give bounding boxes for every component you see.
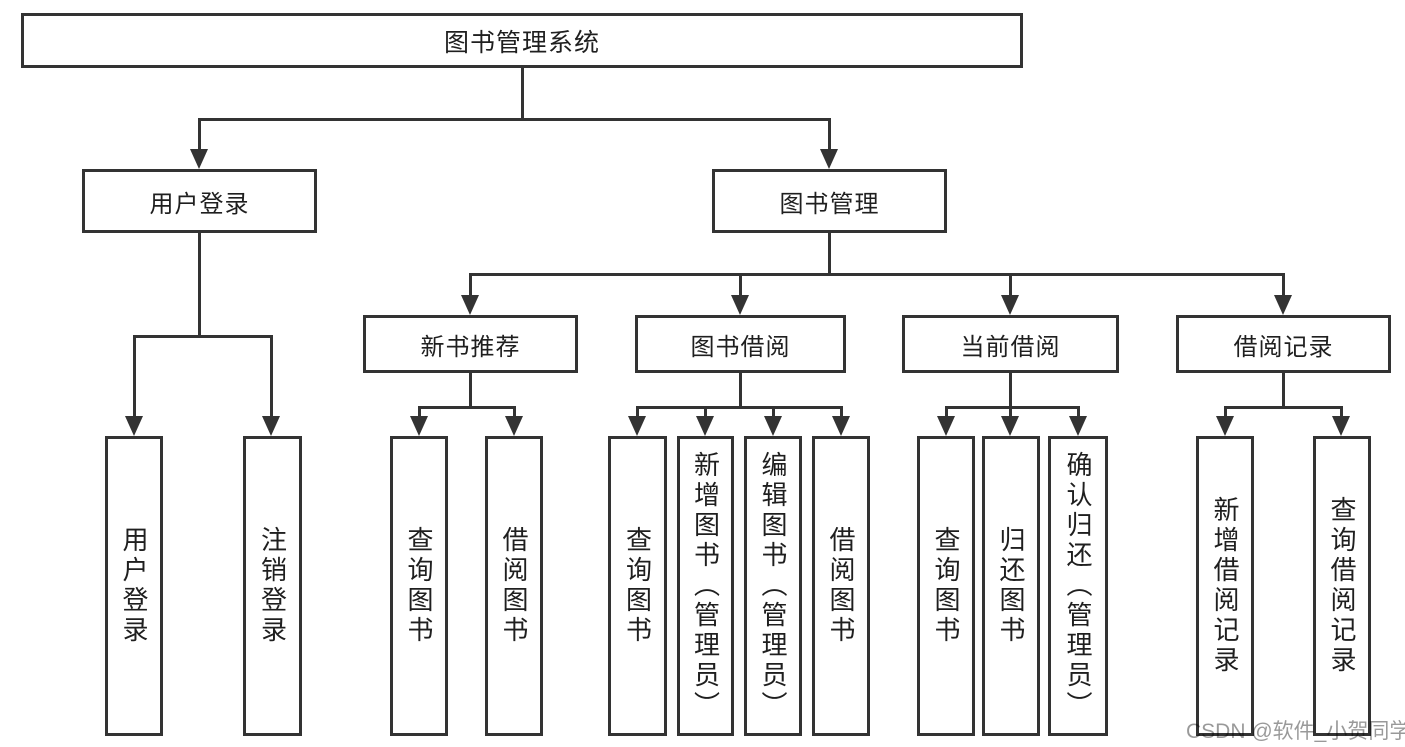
connector-root-vertical <box>521 68 524 120</box>
connector-shaft <box>270 335 273 419</box>
arrow-down-icon <box>1274 295 1292 315</box>
connector-shaft <box>513 406 516 420</box>
connector-shaft <box>1009 406 1012 420</box>
arrow-down-icon <box>1216 416 1234 436</box>
leaf-query-books-recommend: 查询图书 <box>390 436 448 736</box>
arrow-down-icon <box>1001 416 1019 436</box>
node-label: 编辑图书（管理员） <box>758 451 788 721</box>
leaf-user-login: 用户登录 <box>105 436 163 736</box>
node-book-borrowing: 图书借阅 <box>635 315 846 373</box>
node-label: 图书管理 <box>779 190 880 218</box>
leaf-borrow-books-recommend: 借阅图书 <box>485 436 543 736</box>
connector-shaft <box>133 335 136 419</box>
node-label: 确认归还（管理员） <box>1063 451 1093 721</box>
connector-user-login-horizontal <box>133 335 273 338</box>
connector-shaft <box>828 118 831 152</box>
arrow-down-icon <box>820 149 838 169</box>
connector-shaft <box>840 406 843 420</box>
node-label: 注销登录 <box>257 526 288 646</box>
arrow-down-icon <box>696 416 714 436</box>
leaf-query-borrow-record: 查询借阅记录 <box>1313 436 1371 736</box>
connector-shaft <box>1077 406 1080 420</box>
arrow-down-icon <box>262 416 280 436</box>
arrow-down-icon <box>125 416 143 436</box>
leaf-query-books-borrowing: 查询图书 <box>608 436 667 736</box>
arrow-down-icon <box>410 416 428 436</box>
connector-shaft <box>1009 273 1012 298</box>
connector-user-login-vertical <box>198 233 201 338</box>
connector-shaft <box>198 118 201 152</box>
connector-vertical <box>469 373 472 409</box>
node-label: 查询图书 <box>404 526 434 646</box>
node-label: 归还图书 <box>996 526 1026 646</box>
connector-vertical <box>1282 373 1285 409</box>
leaf-confirm-return-admin: 确认归还（管理员） <box>1048 436 1108 736</box>
connector-shaft <box>739 273 742 298</box>
node-borrowing-records: 借阅记录 <box>1176 315 1391 373</box>
arrow-down-icon <box>764 416 782 436</box>
connector-horizontal <box>945 406 1080 409</box>
connector-vertical <box>1009 373 1012 409</box>
connector-shaft <box>469 273 472 298</box>
connector-vertical <box>739 373 742 409</box>
arrow-down-icon <box>1332 416 1350 436</box>
node-current-borrowing: 当前借阅 <box>902 315 1119 373</box>
node-library-management-system: 图书管理系统 <box>21 13 1023 68</box>
arrow-down-icon <box>937 416 955 436</box>
arrow-down-icon <box>1001 295 1019 315</box>
node-label: 用户登录 <box>119 526 149 646</box>
node-label: 查询借阅记录 <box>1327 496 1357 676</box>
node-label: 借阅图书 <box>499 526 529 646</box>
arrow-down-icon <box>628 416 646 436</box>
arrow-down-icon <box>505 416 523 436</box>
csdn-watermark: CSDN @软件_小贺同学 <box>1186 720 1405 743</box>
node-label: 新书推荐 <box>420 333 521 361</box>
leaf-logout: 注销登录 <box>243 436 302 736</box>
arrow-down-icon <box>731 295 749 315</box>
leaf-query-books-current: 查询图书 <box>917 436 975 736</box>
connector-book-mgmt-horizontal <box>469 273 1285 276</box>
arrow-down-icon <box>832 416 850 436</box>
node-label: 借阅记录 <box>1233 333 1334 361</box>
node-label: 图书管理系统 <box>443 28 600 57</box>
connector-root-horizontal <box>198 118 831 121</box>
leaf-edit-book-admin: 编辑图书（管理员） <box>744 436 802 736</box>
connector-shaft <box>1282 273 1285 298</box>
leaf-add-borrow-record: 新增借阅记录 <box>1196 436 1254 736</box>
connector-horizontal <box>1224 406 1343 409</box>
arrow-down-icon <box>461 295 479 315</box>
node-label: 当前借阅 <box>960 333 1061 361</box>
connector-shaft <box>1340 406 1343 420</box>
node-label: 查询图书 <box>622 526 653 646</box>
connector-horizontal <box>636 406 842 409</box>
connector-shaft <box>945 406 948 420</box>
leaf-borrow-books-borrowing: 借阅图书 <box>812 436 870 736</box>
node-new-book-recommend: 新书推荐 <box>363 315 578 373</box>
node-label: 查询图书 <box>931 526 961 646</box>
node-label: 新增借阅记录 <box>1210 496 1240 676</box>
connector-shaft <box>704 406 707 420</box>
connector-shaft <box>772 406 775 420</box>
connector-horizontal <box>418 406 516 409</box>
connector-shaft <box>418 406 421 420</box>
node-book-management: 图书管理 <box>712 169 947 233</box>
node-user-login: 用户登录 <box>82 169 317 233</box>
node-label: 借阅图书 <box>826 526 856 646</box>
leaf-add-book-admin: 新增图书（管理员） <box>677 436 734 736</box>
node-label: 用户登录 <box>149 190 250 218</box>
node-label: 新增图书（管理员） <box>690 451 721 721</box>
connector-shaft <box>1224 406 1227 420</box>
connector-shaft <box>636 406 639 420</box>
node-label: 图书借阅 <box>690 333 791 361</box>
arrow-down-icon <box>1069 416 1087 436</box>
leaf-return-book: 归还图书 <box>982 436 1040 736</box>
arrow-down-icon <box>190 149 208 169</box>
connector-book-mgmt-vertical <box>828 233 831 276</box>
